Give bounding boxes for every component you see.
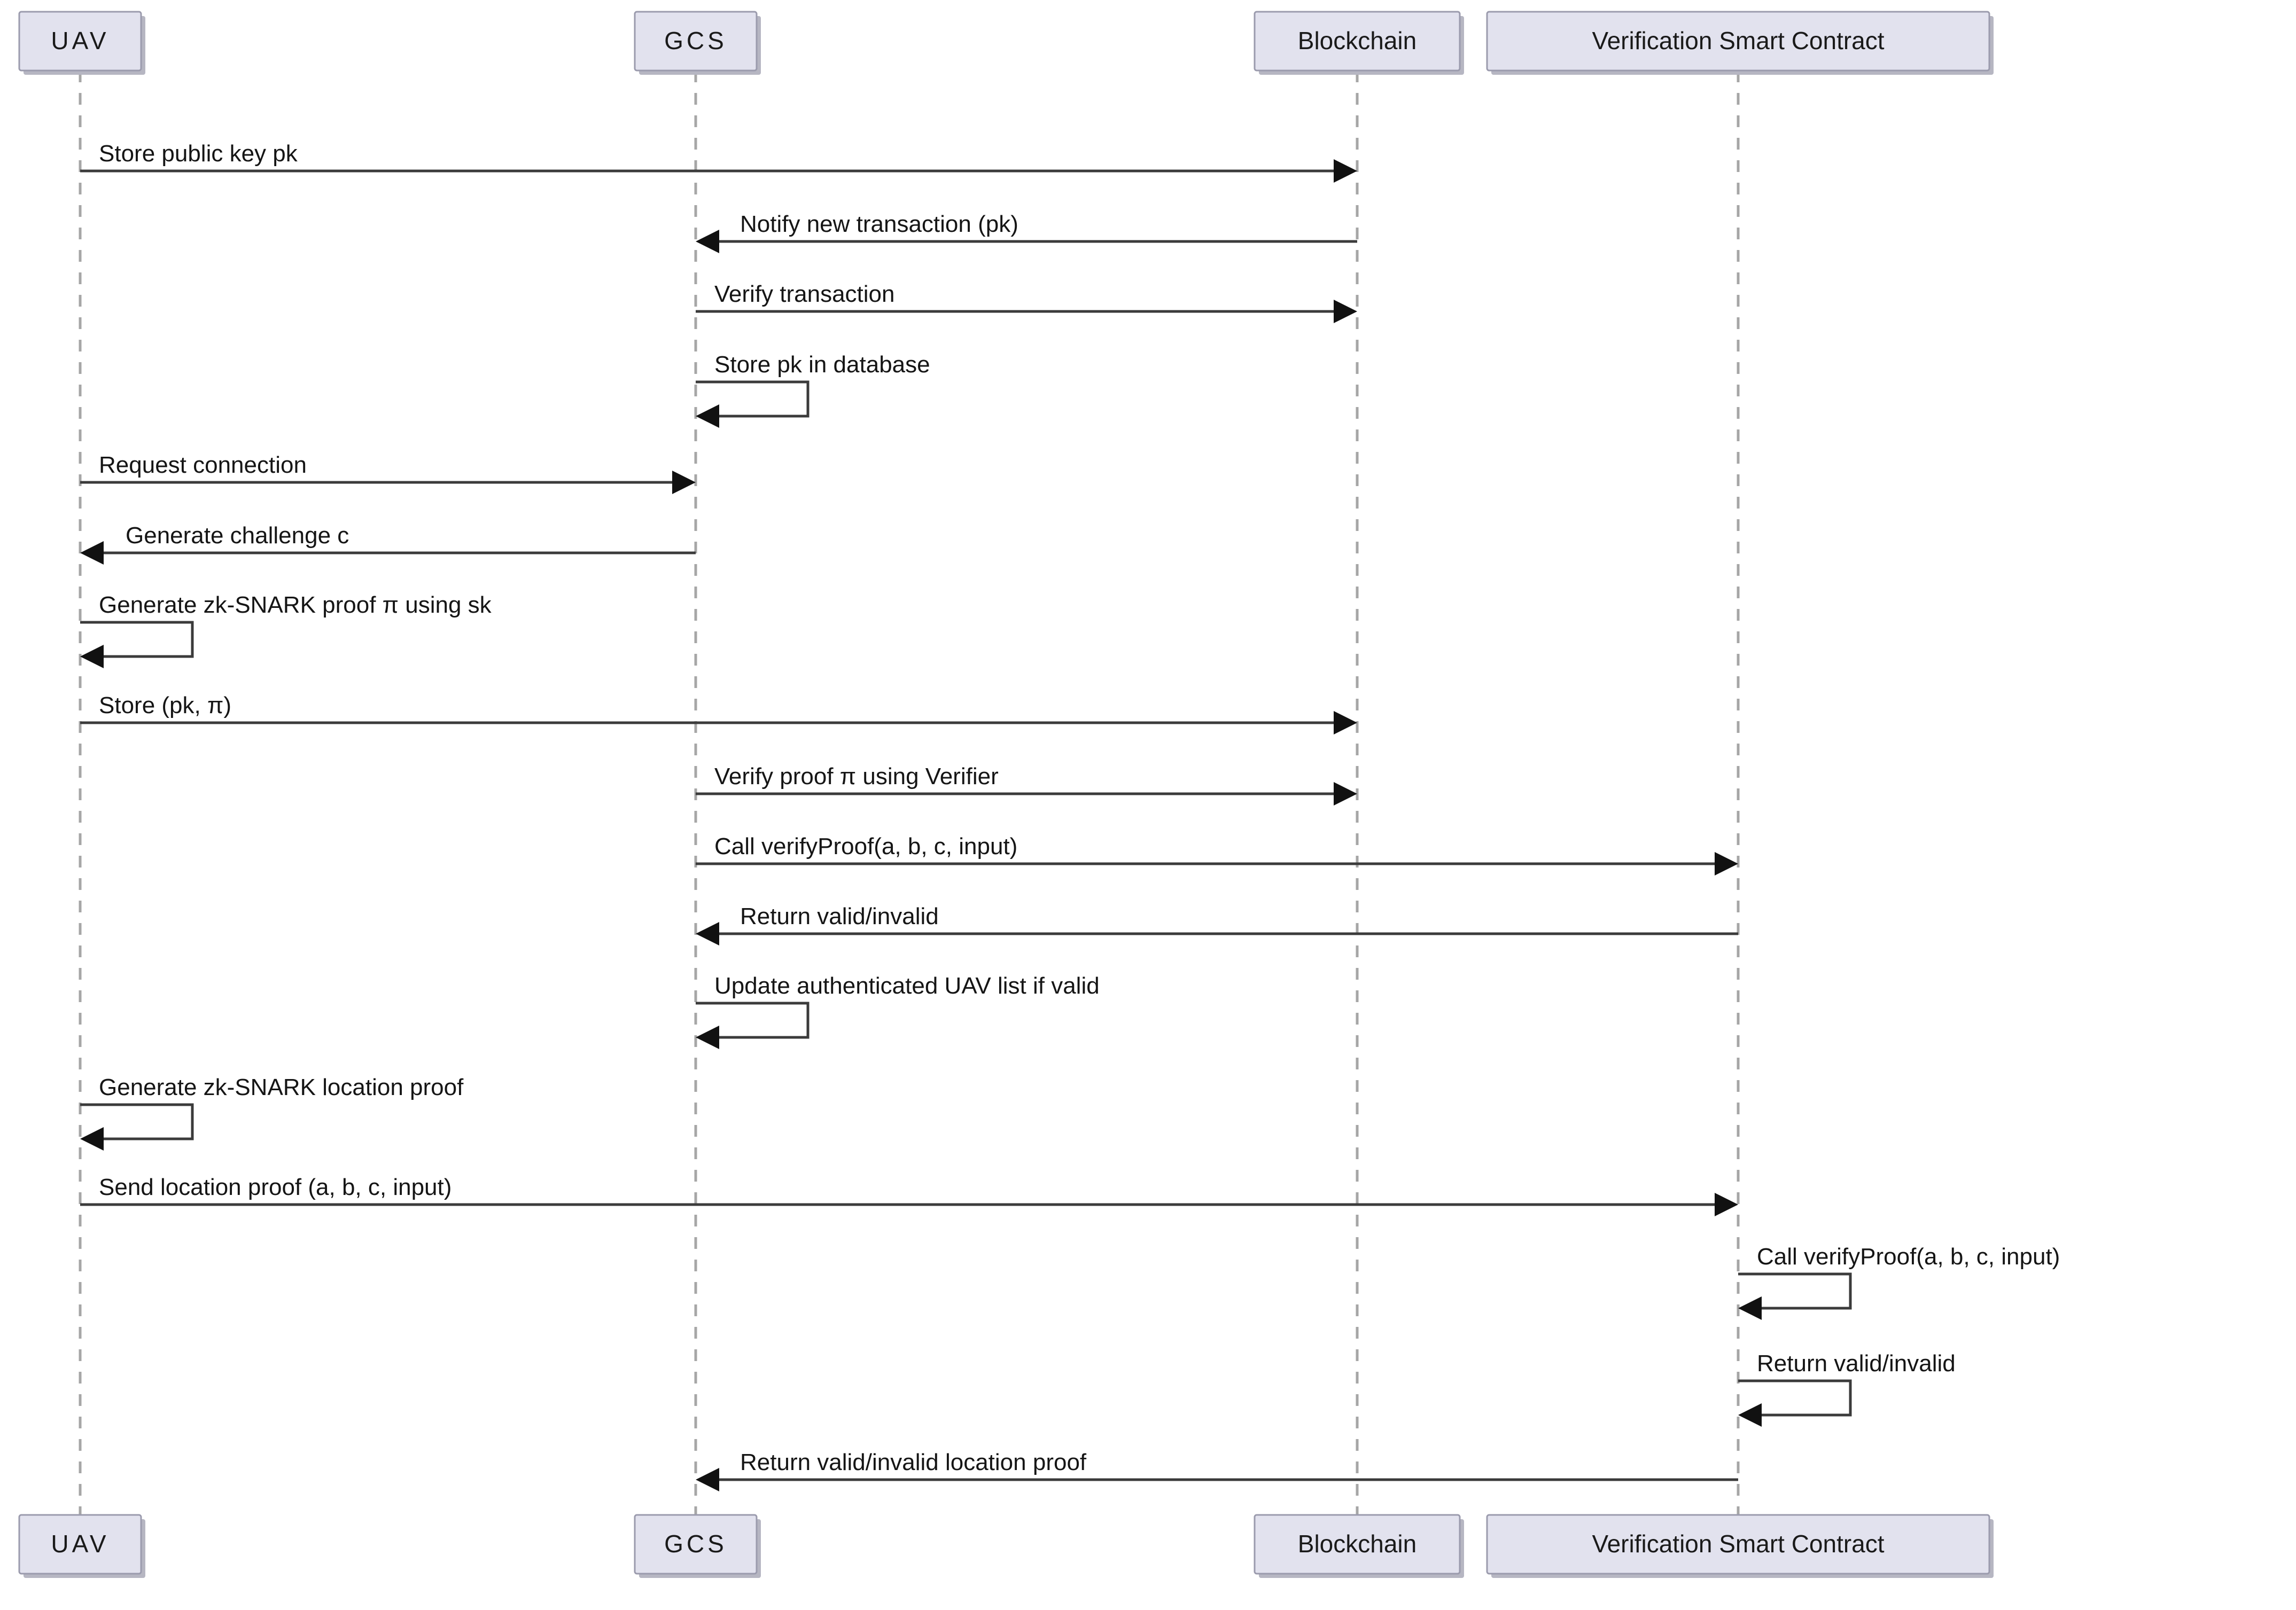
message-arrowhead <box>1738 1296 1762 1320</box>
message-m15[interactable]: Call verifyProof(a, b, c, input) <box>1738 1244 2060 1320</box>
message-label: Store pk in database <box>714 351 930 378</box>
messages-layer: Store public key pk Notify new transactio… <box>80 140 2060 1491</box>
message-self-loop <box>1738 1272 1852 1310</box>
participant-gcs-top[interactable]: GCS <box>634 11 761 75</box>
participant-label-vsc: Verification Smart Contract <box>1592 27 1884 54</box>
message-m3[interactable]: Verify transaction <box>696 281 1357 323</box>
message-m1[interactable]: Store public key pk <box>80 140 1357 183</box>
participant-box <box>634 11 758 72</box>
message-m9[interactable]: Verify proof π using Verifier <box>696 763 1357 806</box>
message-label: Return valid/invalid <box>740 903 939 929</box>
message-label: Store (pk, π) <box>99 692 231 718</box>
message-arrowhead <box>696 1468 719 1491</box>
participant-label-bc: Blockchain <box>1298 27 1416 54</box>
message-m16[interactable]: Return valid/invalid <box>1738 1350 1956 1427</box>
participant-box <box>1486 1514 1990 1575</box>
message-m7[interactable]: Generate zk-SNARK proof π using sk <box>80 592 492 668</box>
participant-box <box>634 1514 758 1575</box>
message-m5[interactable]: Request connection <box>80 452 696 494</box>
message-arrowhead <box>80 541 104 565</box>
message-label: Update authenticated UAV list if valid <box>714 973 1100 999</box>
message-label: Generate challenge c <box>126 522 349 549</box>
message-arrowhead <box>696 1026 719 1049</box>
message-arrowhead <box>1738 1403 1762 1427</box>
message-arrowhead <box>80 1127 104 1151</box>
message-label: Request connection <box>99 452 307 478</box>
message-arrowhead <box>696 230 719 253</box>
message-m2[interactable]: Notify new transaction (pk) <box>696 211 1357 253</box>
participant-vsc-bottom[interactable]: Verification Smart Contract <box>1486 1514 1994 1578</box>
participant-box <box>1254 11 1461 72</box>
message-label: Generate zk-SNARK location proof <box>99 1074 464 1100</box>
message-label: Generate zk-SNARK proof π using sk <box>99 592 492 618</box>
participant-label-vsc: Verification Smart Contract <box>1592 1530 1884 1558</box>
participant-label-uav: UAV <box>51 27 109 54</box>
message-arrowhead <box>1334 300 1357 323</box>
message-label: Call verifyProof(a, b, c, input) <box>1757 1244 2060 1270</box>
participant-label-gcs: GCS <box>664 1530 727 1558</box>
message-m11[interactable]: Return valid/invalid <box>696 903 1738 945</box>
message-arrowhead <box>1334 711 1357 734</box>
participant-bc-top[interactable]: Blockchain <box>1254 11 1464 75</box>
message-m14[interactable]: Send location proof (a, b, c, input) <box>80 1174 1738 1216</box>
message-arrowhead <box>1334 782 1357 806</box>
message-arrowhead <box>672 471 696 494</box>
message-m13[interactable]: Generate zk-SNARK location proof <box>80 1074 464 1151</box>
participant-uav-bottom[interactable]: UAV <box>18 1514 145 1578</box>
participant-label-bc: Blockchain <box>1298 1530 1416 1558</box>
message-m17[interactable]: Return valid/invalid location proof <box>696 1449 1738 1491</box>
message-label: Verify proof π using Verifier <box>714 763 999 790</box>
participant-bc-bottom[interactable]: Blockchain <box>1254 1514 1464 1578</box>
participant-vsc-top[interactable]: Verification Smart Contract <box>1486 11 1994 75</box>
participant-uav-top[interactable]: UAV <box>18 11 145 75</box>
message-arrowhead <box>696 404 719 428</box>
participant-label-uav: UAV <box>51 1530 109 1558</box>
message-arrowhead <box>1715 852 1738 876</box>
participants-footer-row: UAV GCS Blockchain Verification Smart Contr… <box>18 1514 1994 1578</box>
message-m8[interactable]: Store (pk, π) <box>80 692 1357 734</box>
message-label: Store public key pk <box>99 140 298 167</box>
message-label: Call verifyProof(a, b, c, input) <box>714 833 1017 859</box>
message-label: Return valid/invalid location proof <box>740 1449 1087 1475</box>
participant-gcs-bottom[interactable]: GCS <box>634 1514 761 1578</box>
message-self-loop <box>80 1103 194 1140</box>
message-label: Send location proof (a, b, c, input) <box>99 1174 452 1200</box>
message-self-loop <box>696 380 810 418</box>
message-m10[interactable]: Call verifyProof(a, b, c, input) <box>696 833 1738 876</box>
message-self-loop <box>1738 1379 1852 1417</box>
participant-box <box>18 11 142 72</box>
message-arrowhead <box>1715 1193 1738 1216</box>
message-self-loop <box>696 1002 810 1039</box>
message-m6[interactable]: Generate challenge c <box>80 522 696 565</box>
message-arrowhead <box>696 922 719 945</box>
message-arrowhead <box>80 645 104 668</box>
participants-header-row: UAV GCS Blockchain Verification Smart Contr… <box>18 11 1994 75</box>
message-self-loop <box>80 621 194 658</box>
message-arrowhead <box>1334 159 1357 183</box>
message-label: Return valid/invalid <box>1757 1350 1956 1377</box>
participant-box <box>1486 11 1990 72</box>
message-label: Notify new transaction (pk) <box>740 211 1018 237</box>
message-m4[interactable]: Store pk in database <box>696 351 930 428</box>
participant-label-gcs: GCS <box>664 27 727 54</box>
participant-box <box>1254 1514 1461 1575</box>
message-m12[interactable]: Update authenticated UAV list if valid <box>696 973 1100 1049</box>
participant-box <box>18 1514 142 1575</box>
message-label: Verify transaction <box>714 281 895 307</box>
